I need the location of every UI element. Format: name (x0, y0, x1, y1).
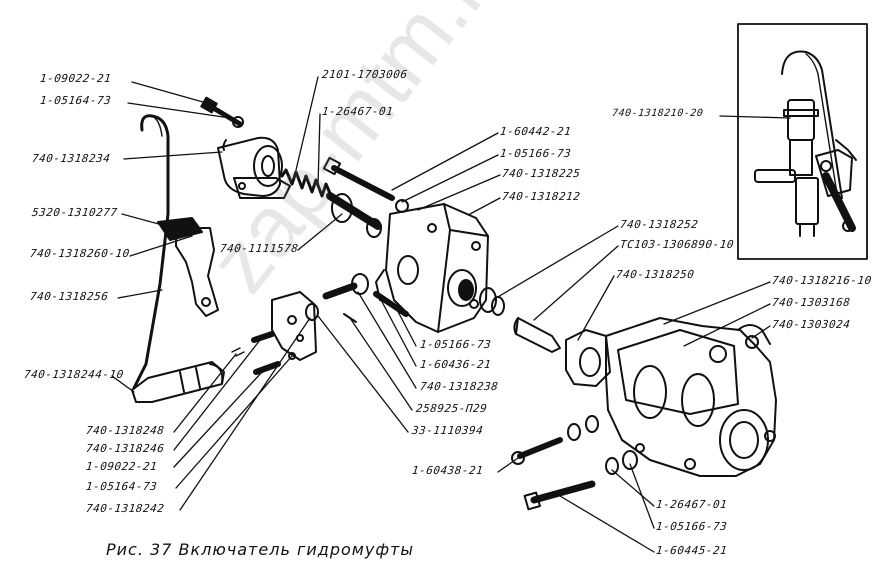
flange-plate (231, 273, 409, 375)
leader-lines (111, 76, 791, 553)
part-label: 740-1318246 (85, 442, 166, 455)
part-label: 2101-1703006 (321, 68, 409, 81)
part-label: 740-1318248 (85, 424, 166, 437)
part-label: 740-1318225 (501, 167, 582, 180)
part-label: 1-09022-21 (39, 72, 112, 85)
part-label: 740-1303024 (771, 318, 852, 331)
part-label: 740-1318238 (419, 380, 500, 393)
lower-bolts (511, 415, 638, 511)
part-label: 5320-1310277 (31, 206, 119, 219)
part-label: 1-05166-73 (655, 520, 728, 533)
part-label: 740-1318252 (619, 218, 700, 231)
lever-rod (131, 114, 225, 403)
part-label: 740-1318216-10 (771, 274, 873, 287)
part-label: 740-1318250 (615, 268, 696, 281)
long-bolt-top (322, 156, 409, 213)
part-label: TC103-1306890-10 (619, 238, 735, 251)
figure-caption: Рис. 37 Включатель гидромуфты (106, 540, 414, 559)
part-label: 740-1303168 (771, 296, 852, 309)
part-label: 740-1318212 (501, 190, 582, 203)
inset-part-label: 740-1318210-20 (611, 108, 704, 119)
part-label: 1-60438-21 (411, 464, 484, 477)
inset-frame (737, 23, 868, 260)
part-label: 1-60445-21 (655, 544, 728, 557)
part-label: 1-60442-21 (499, 125, 572, 138)
part-label: 33-1110394 (411, 424, 484, 437)
bolt-top-left (200, 96, 244, 128)
cylinder-housing (217, 136, 291, 199)
inset-assembly (754, 50, 857, 237)
spring (280, 168, 334, 200)
part-label: 740-1318260-10 (29, 247, 131, 260)
part-label: 740-1318234 (31, 152, 112, 165)
part-label: 740-1111578 (219, 242, 300, 255)
valve-body (375, 203, 489, 333)
part-label: 1-26467-01 (655, 498, 728, 511)
part-label: 740-1318244-10 (23, 368, 125, 381)
part-label: 1-05164-73 (85, 480, 158, 493)
part-label: 740-1318242 (85, 502, 166, 515)
part-label: 1-05164-73 (39, 94, 112, 107)
part-label: 1-09022-21 (85, 460, 158, 473)
part-label: 740-1318256 (29, 290, 110, 303)
pushrod (326, 192, 382, 238)
part-label: 258925-П29 (415, 402, 488, 415)
seal-rings (479, 287, 561, 353)
main-housing (565, 317, 777, 477)
part-label: 1-60436-21 (419, 358, 492, 371)
part-label: 1-05166-73 (499, 147, 572, 160)
part-label: 1-05166-73 (419, 338, 492, 351)
part-label: 1-26467-01 (321, 105, 394, 118)
